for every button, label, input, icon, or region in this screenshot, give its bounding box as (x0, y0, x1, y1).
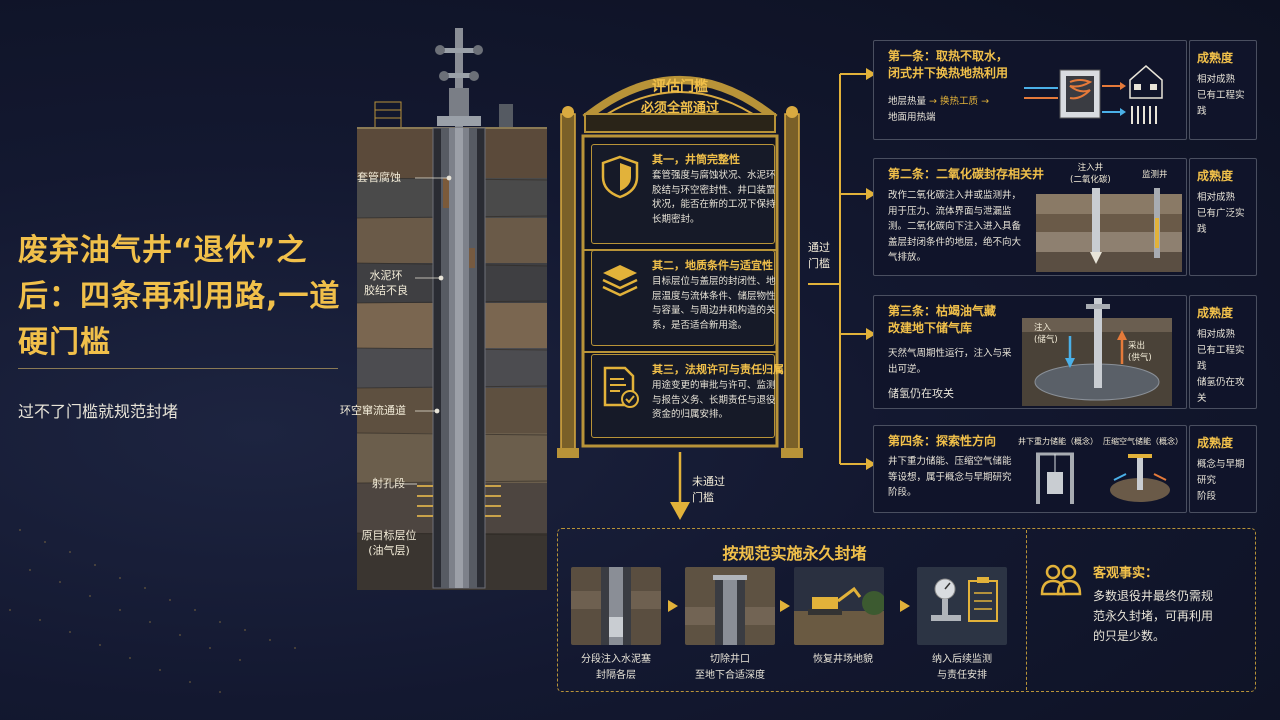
step-cement-plug-image (571, 567, 661, 645)
arrow-right-icon (900, 600, 910, 612)
flow-a: 地层热量 (888, 96, 927, 107)
criterion-text: 套管强度与腐蚀状况、水泥环胶结与环空密封性、井口装置状况，能否在新的工况下保持长… (652, 170, 776, 225)
criterion-text: 目标层位与盖层的封闭性、地层温度与流体条件、储层物性与容量、与周边井和构造的关系… (652, 276, 776, 331)
gate-title: 评估门槛 (652, 79, 708, 95)
layers-icon (602, 265, 638, 297)
maturity-label: 成熟度 (1197, 169, 1234, 183)
maturity-note: 储氢仍在攻关 (1197, 377, 1245, 404)
heat-exchanger-illustration (1024, 65, 1163, 124)
storage-inject-label: 注入 (储气) (1034, 323, 1058, 345)
criterion-geology: 其二，地质条件与适宜性 目标层位与盖层的封闭性、地层温度与流体条件、储层物性与容… (591, 250, 776, 346)
co2-inject-label: 注入井 (二氧化碳) (1070, 163, 1111, 185)
step-restore-site-image (794, 567, 884, 645)
pass-label: 通过 门槛 (808, 241, 830, 270)
page-title: 废弃油气井“退休”之后：四条再利用路,一道硬门槛 (18, 228, 348, 366)
arrow-right-icon (780, 600, 790, 612)
path-4-title: 第四条：探索性方向 (888, 434, 997, 448)
people-icon (1040, 564, 1082, 596)
label-casing-corrosion: 套管腐蚀 (357, 171, 401, 184)
criterion-text: 用途变更的审批与许可、监测与报告义务、长期责任与退役资金的归属安排。 (652, 380, 776, 420)
criterion-title: 其二，地质条件与适宜性 (652, 259, 773, 272)
criterion-well-integrity: 其一，井筒完整性 套管强度与腐蚀状况、水泥环胶结与环空密封性、井口装置状况，能否… (591, 144, 776, 244)
step-label: 恢复井场地貌 (813, 654, 873, 665)
fail-arrow (670, 452, 690, 520)
co2-monitor-label: 监测井 (1142, 170, 1168, 180)
maturity-value: 相对成熟 已有广泛实践 (1197, 192, 1245, 235)
arrow-right-icon: → (929, 96, 938, 107)
path-3-title: 第三条：枯竭油气藏 改建地下储气库 (888, 304, 997, 335)
step-label: 切除井口 至地下合适深度 (695, 654, 765, 681)
storage-concepts-illustration (1036, 452, 1170, 504)
label-reservoir: 原目标层位 (油气层) (361, 529, 417, 557)
gate-subtitle: 必须全部通过 (640, 101, 719, 116)
path-2-text: 改作二氧化碳注入井或监测井，用于压力、流体界面与泄漏监测。二氧化碳向下注入进入具… (888, 190, 1022, 263)
step-cut-wellhead-image (685, 567, 775, 645)
criterion-regulation: 其三，法规许可与责任归属 用途变更的审批与许可、监测与报告义务、长期责任与退役资… (591, 354, 784, 438)
maturity-value: 相对成熟 已有工程实践 (1197, 74, 1245, 117)
criterion-title: 其三，法规许可与责任归属 (652, 363, 784, 376)
decorative-dots (9, 529, 296, 693)
title-text: 废弃油气井“退休”之后：四条再利用路,一道硬门槛 (18, 233, 341, 360)
maturity-path-1: 成熟度 相对成熟 已有工程实践 (1189, 40, 1257, 140)
path-4-text: 井下重力储能、压缩空气储能等设想，属于概念与早期研究阶段。 (888, 456, 1012, 498)
step-label: 纳入后续监测 与责任安排 (932, 654, 992, 681)
path-1-flow: 地层热量 → 换热工质 → (888, 94, 989, 110)
subtitle: 过不了门槛就规范封堵 (18, 402, 179, 421)
plugging-title: 按规范实施永久封堵 (722, 544, 867, 563)
maturity-path-3: 成熟度 相对成熟 已有工程实践 储氢仍在攻关 (1189, 295, 1257, 409)
branch-connectors (808, 68, 876, 470)
criterion-title: 其一，井筒完整性 (652, 153, 740, 166)
maturity-label: 成熟度 (1197, 51, 1234, 65)
maturity-label: 成熟度 (1197, 436, 1234, 450)
path-2-title: 第二条：二氧化碳封存相关井 (888, 167, 1045, 181)
path-1-title: 第一条：取热不取水， 闭式井下换热地热利用 (888, 49, 1009, 80)
arrow-right-icon: → (981, 96, 990, 107)
label-cement-bond: 水泥环 胶结不良 (364, 269, 408, 297)
document-check-icon (603, 366, 639, 408)
maturity-path-2: 成熟度 相对成熟 已有广泛实践 (1189, 158, 1257, 276)
title-divider (18, 368, 338, 369)
label-annulus-channel: 环空窜流通道 (340, 404, 406, 417)
maturity-label: 成熟度 (1197, 306, 1234, 320)
maturity-value: 相对成熟 已有工程实践 (1197, 329, 1245, 372)
plugging-divider (1026, 530, 1027, 690)
air-label: 压缩空气储能（概念） (1103, 437, 1183, 446)
gas-storage-illustration (1022, 298, 1172, 406)
maturity-path-4: 成熟度 概念与早期研究 阶段 (1189, 425, 1257, 513)
co2-wells-illustration (1036, 188, 1182, 272)
fail-label: 未通过 门槛 (692, 475, 725, 504)
fact-text: 多数退役井最终仍需规范永久封堵，可再利用的只是少数。 (1093, 589, 1214, 643)
path-3-note: 储氢仍在攻关 (888, 387, 954, 400)
storage-produce-label: 采出 (供气) (1128, 341, 1152, 363)
shield-icon (601, 155, 639, 199)
well-cross-section (357, 28, 547, 590)
step-label: 分段注入水泥塞 封隔各层 (581, 654, 651, 681)
arrow-right-icon (668, 600, 678, 612)
step-monitoring-image (917, 567, 1007, 645)
path-3-text: 天然气周期性运行，注入与采出可逆。 (888, 348, 1012, 375)
label-perforation: 射孔段 (372, 477, 405, 490)
fact-title: 客观事实： (1093, 566, 1159, 581)
flow-c: 地面用热端 (888, 112, 936, 123)
gravity-label: 井下重力储能（概念） (1018, 437, 1098, 446)
maturity-value: 概念与早期研究 阶段 (1197, 459, 1245, 502)
plugging-panel (557, 528, 1256, 692)
flow-b: 换热工质 (940, 96, 979, 107)
